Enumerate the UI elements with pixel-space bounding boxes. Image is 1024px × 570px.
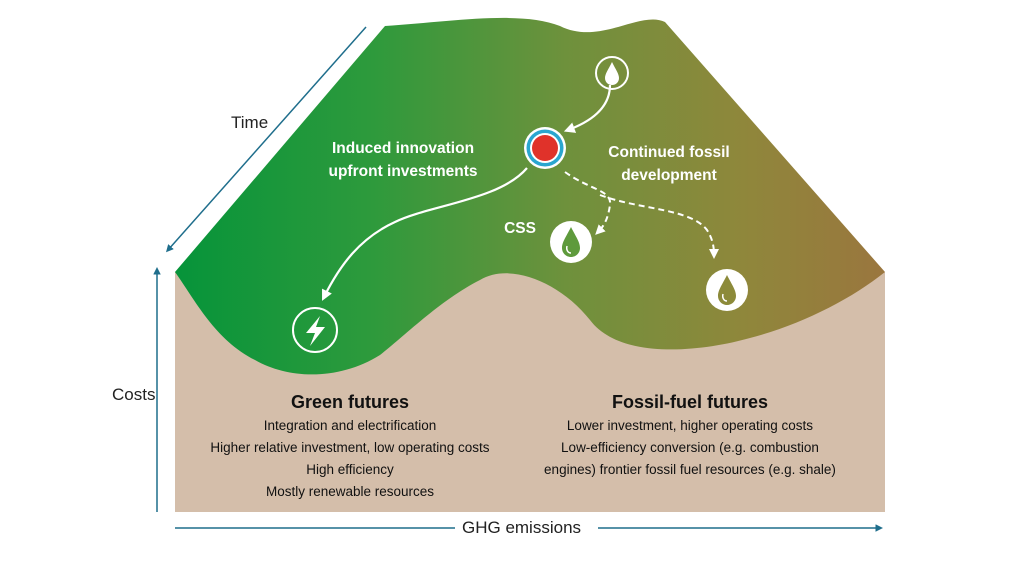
green-futures-item: Higher relative investment, low operatin… — [210, 440, 490, 455]
green-futures-title: Green futures — [290, 392, 410, 412]
oil-drop-icon — [706, 269, 748, 311]
fossil-entry-arrow — [563, 84, 612, 133]
fossil-futures-item: Low-efficiency conversion (e.g. combusti… — [561, 440, 819, 455]
upfront-investments-line: upfront investments — [328, 163, 478, 180]
fossil-futures-item: Lower investment, higher operating costs — [566, 418, 814, 433]
emissions-axis-label: GHG emissions — [462, 518, 582, 537]
time-axis-label: Time — [231, 113, 269, 132]
induced-innovation-line: Induced innovation — [331, 140, 475, 157]
green-futures-list: Integration and electrification Higher r… — [180, 415, 520, 503]
continued-fossil-line: Continued fossil — [608, 144, 730, 161]
continued-fossil-label: Continued fossil development — [598, 141, 740, 187]
green-futures-item: High efficiency — [306, 462, 394, 477]
fossil-futures-title: Fossil-fuel futures — [611, 392, 768, 412]
fossil-futures-item: engines) frontier fossil fuel resources … — [544, 462, 836, 477]
oil-drop-icon — [595, 56, 629, 90]
induced-innovation-label: Induced innovation upfront investments — [318, 137, 488, 183]
fossil-path-arrow — [599, 194, 719, 259]
costs-axis-label: Costs — [112, 385, 156, 404]
lightning-icon — [292, 307, 338, 353]
green-futures-item: Integration and electrification — [263, 418, 437, 433]
green-path-arrow — [322, 167, 528, 301]
current-position-ball — [524, 127, 566, 169]
time-axis-arrow — [166, 26, 367, 253]
css-path-arrow — [564, 171, 612, 235]
oil-drop-icon — [550, 221, 592, 263]
green-futures-item: Mostly renewable resources — [265, 484, 435, 499]
fossil-futures-list: Lower investment, higher operating costs… — [530, 415, 850, 481]
development-line: development — [621, 167, 717, 184]
css-label: CSS — [504, 220, 536, 237]
